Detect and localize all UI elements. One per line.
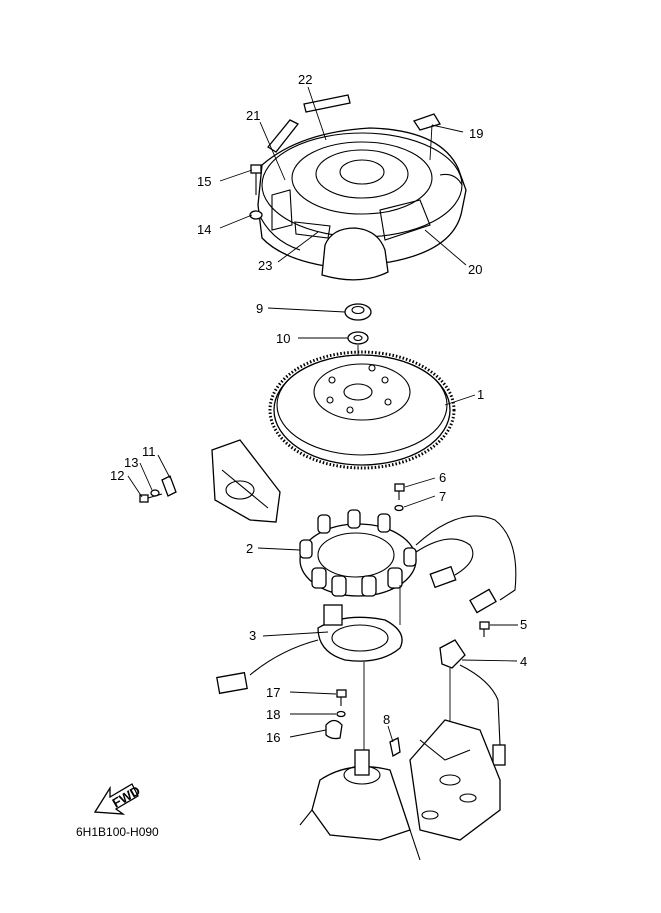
engine-block [299,719,501,861]
callout-numbers: 22 21 19 15 14 23 20 9 10 1 11 13 12 6 7… [110,72,527,745]
callout-12: 12 [110,468,124,483]
callout-1: 1 [477,387,484,402]
callout-2: 2 [246,541,253,556]
label-decal-19 [412,113,441,131]
callout-11: 11 [142,444,156,459]
callout-13: 13 [124,455,138,470]
callout-15: 15 [197,174,211,189]
fwd-arrow-icon: FWD [93,783,143,815]
figure-code: 6H1B100-H090 [76,825,159,839]
bolt-15 [250,164,262,195]
leader-lines [127,86,518,743]
key-8 [389,737,401,758]
callout-22: 22 [298,72,312,87]
fwd-label: FWD [110,783,143,811]
callout-16: 16 [266,730,280,745]
clamp-16 [325,719,343,740]
callout-18: 18 [266,707,280,722]
flywheel-cover [257,127,467,281]
label-decal-22 [303,94,351,113]
washer-10 [347,331,369,345]
callout-7: 7 [439,489,446,504]
washer-18 [336,710,346,718]
bolt-17 [336,689,347,706]
collar-14 [249,210,263,220]
rectifier-4 [439,639,506,766]
bolt-6 [394,483,405,500]
bracket-plate [211,439,281,523]
callout-17: 17 [266,685,280,700]
callout-10: 10 [276,331,290,346]
callout-21: 21 [246,108,260,123]
clamp-11 [161,475,177,497]
label-decal-21 [267,119,300,153]
flywheel-rotor [268,350,456,470]
bolt-12 [139,493,163,503]
callout-19: 19 [469,126,483,141]
nut-9 [344,303,372,321]
bolt-5 [479,621,490,637]
callout-8: 8 [383,712,390,727]
callout-9: 9 [256,301,263,316]
callout-4: 4 [520,654,527,669]
pulser-coil-base [216,604,403,695]
callout-23: 23 [258,258,272,273]
callout-14: 14 [197,222,211,237]
callout-6: 6 [439,470,446,485]
callout-3: 3 [249,628,256,643]
callout-20: 20 [468,262,482,277]
washer-7 [394,504,404,512]
stator-coil [299,509,517,614]
callout-5: 5 [520,617,527,632]
